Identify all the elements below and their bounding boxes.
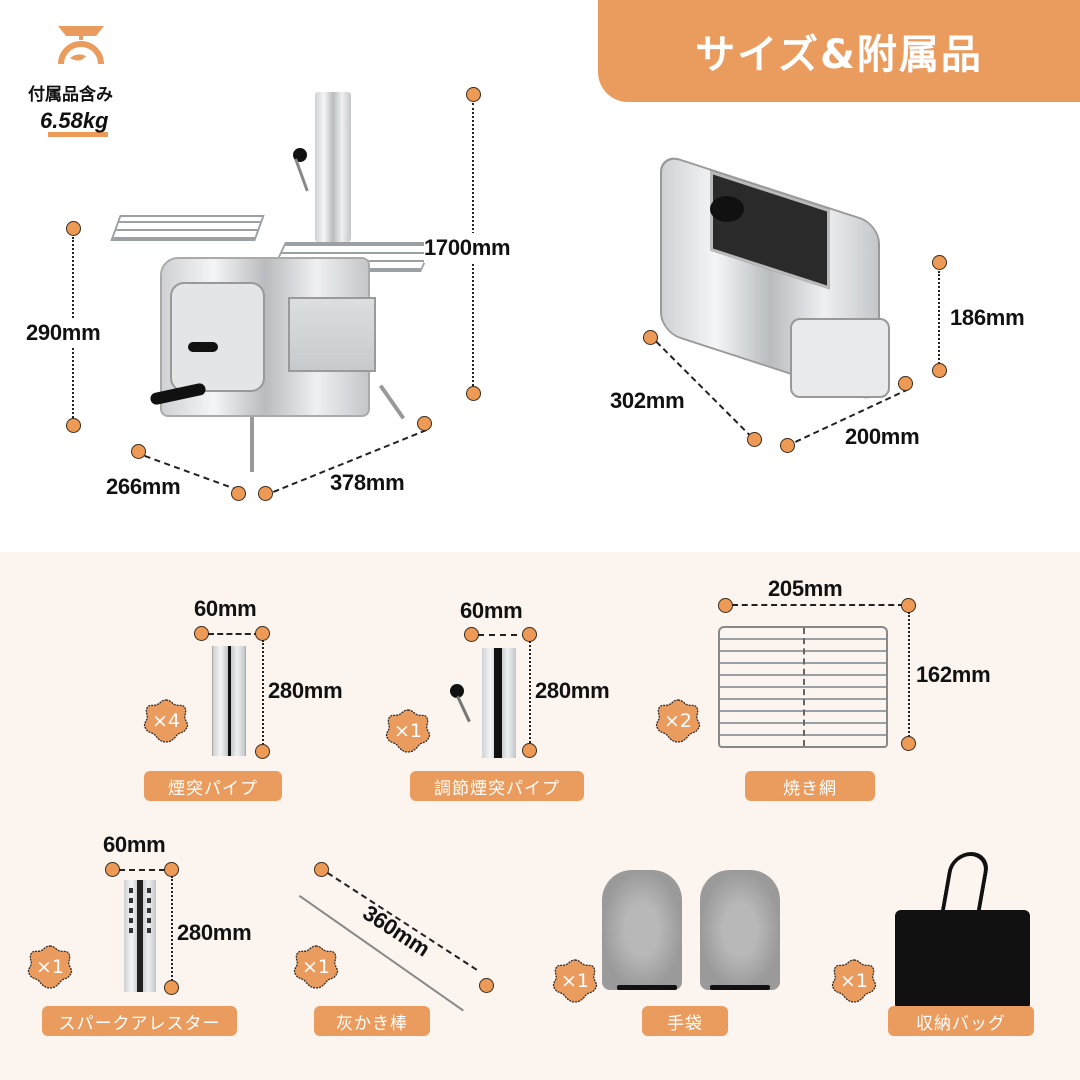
accessory-height: 280mm	[177, 920, 252, 945]
dim-point	[255, 626, 270, 641]
dim-total-height: 1700mm	[424, 233, 511, 263]
dim-point	[901, 598, 916, 613]
accessory-height: 280mm	[535, 678, 610, 703]
quantity-badge-text: ×2	[663, 710, 692, 732]
dim-point	[466, 386, 481, 401]
quantity-badge: ×2	[655, 698, 701, 744]
dim-packed-length: 302mm	[610, 388, 685, 413]
dim-point	[464, 627, 479, 642]
dim-point	[466, 87, 481, 102]
packed-stove-image	[650, 152, 920, 418]
dim-line	[938, 271, 940, 367]
dim-point	[314, 862, 329, 877]
weight-value: 6.58kg	[40, 108, 109, 133]
spark-arrester-image	[124, 880, 156, 992]
dim-point	[255, 744, 270, 759]
dim-point	[66, 221, 81, 236]
accessory-label: 焼き網	[745, 771, 875, 801]
quantity-badge-text: ×4	[151, 710, 180, 732]
dim-line	[171, 876, 173, 984]
quantity-badge: ×4	[143, 698, 189, 744]
dim-point	[932, 255, 947, 270]
dim-point	[164, 980, 179, 995]
damper-knob-icon	[450, 684, 464, 698]
quantity-badge-text: ×1	[35, 956, 64, 978]
damper-pipe-image	[482, 648, 516, 758]
dim-line	[732, 604, 904, 606]
accessory-label: 手袋	[642, 1006, 728, 1036]
quantity-badge: ×1	[293, 944, 339, 990]
dim-point	[901, 736, 916, 751]
dim-line	[119, 869, 165, 871]
dim-line	[908, 612, 910, 740]
weight-underline	[48, 132, 108, 137]
weight-label: 付属品含み	[28, 85, 113, 105]
dim-point	[231, 486, 246, 501]
quantity-badge: ×1	[385, 708, 431, 754]
dim-point	[747, 432, 762, 447]
accessory-width: 60mm	[460, 598, 523, 623]
accessory-label: 灰かき棒	[314, 1006, 430, 1036]
dim-line	[208, 633, 260, 635]
accessory-width: 205mm	[768, 576, 843, 601]
dim-point	[780, 438, 795, 453]
dim-line	[529, 641, 531, 747]
quantity-badge-text: ×1	[560, 970, 589, 992]
dim-body-height: 290mm	[26, 318, 101, 348]
quantity-badge-text: ×1	[393, 720, 422, 742]
accessory-width: 60mm	[194, 596, 257, 621]
accessory-width: 60mm	[103, 832, 166, 857]
dim-packed-width: 200mm	[845, 424, 920, 449]
quantity-badge-text: ×1	[839, 970, 868, 992]
scale-icon	[58, 26, 104, 65]
dim-point	[898, 376, 913, 391]
dim-point	[66, 418, 81, 433]
grill-rack-image	[718, 626, 888, 748]
dim-point	[417, 416, 432, 431]
quantity-badge: ×1	[27, 944, 73, 990]
dim-point	[932, 363, 947, 378]
accessory-height: 162mm	[916, 662, 991, 687]
storage-bag-image	[895, 852, 1045, 1010]
dim-point	[194, 626, 209, 641]
dim-point	[718, 598, 733, 613]
dim-width: 378mm	[330, 470, 405, 495]
dim-point	[258, 486, 273, 501]
gloves-image	[602, 870, 780, 990]
dim-point	[164, 862, 179, 877]
quantity-badge: ×1	[552, 958, 598, 1004]
dim-point	[522, 627, 537, 642]
page-title: サイズ&附属品	[695, 32, 983, 78]
accessory-height: 280mm	[268, 678, 343, 703]
dim-point	[643, 330, 658, 345]
chimney-pipe-image	[212, 646, 246, 756]
dim-point	[105, 862, 120, 877]
dim-point	[522, 743, 537, 758]
assembled-stove-image	[110, 92, 435, 472]
accessory-label: 収納バッグ	[888, 1006, 1034, 1036]
dim-point	[131, 444, 146, 459]
quantity-badge-text: ×1	[301, 956, 330, 978]
header-banner: サイズ&附属品	[598, 0, 1080, 102]
accessory-label: 調節煙突パイプ	[410, 771, 584, 801]
dim-point	[479, 978, 494, 993]
quantity-badge: ×1	[831, 958, 877, 1004]
dim-line	[478, 634, 528, 636]
dim-line	[262, 640, 264, 748]
accessory-label: スパークアレスター	[42, 1006, 237, 1036]
dim-packed-height: 186mm	[950, 305, 1025, 330]
accessory-label: 煙突パイプ	[144, 771, 282, 801]
dim-depth: 266mm	[106, 474, 181, 499]
